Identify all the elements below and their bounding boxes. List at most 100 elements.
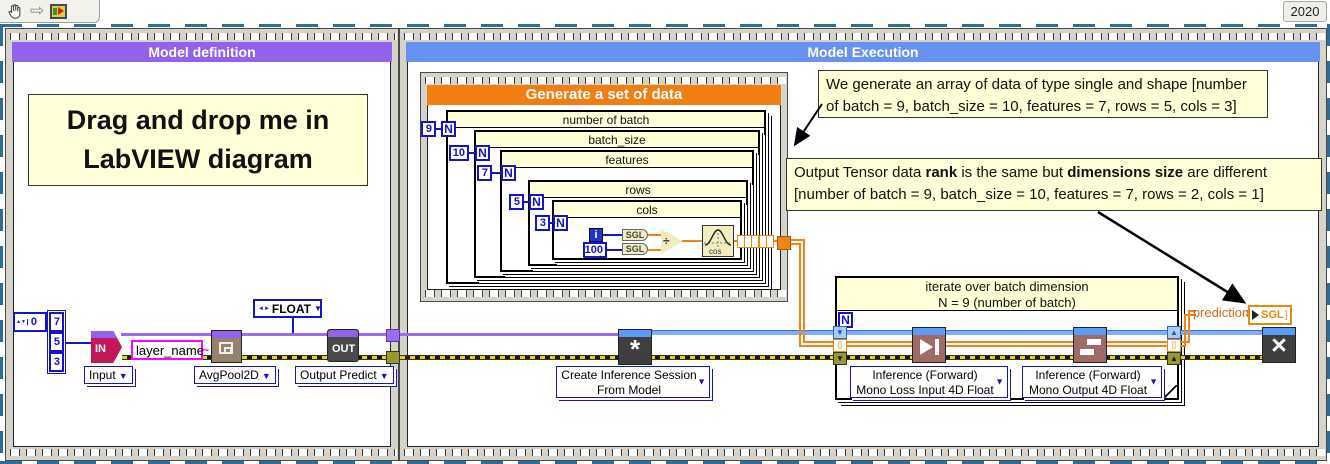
loop-tunnel-session-out[interactable]: ▲ — [1167, 326, 1181, 339]
loop-tunnel-data-out[interactable]: [] — [1167, 339, 1181, 352]
output-node-label[interactable]: Output Predict▼ — [295, 366, 394, 384]
error-wire — [400, 355, 1262, 360]
string-wire-squiggle: ~ — [202, 343, 210, 357]
cosine-curve-icon — [704, 229, 732, 247]
node-cap — [913, 328, 945, 335]
loop-count-terminal[interactable]: N — [441, 121, 456, 137]
loop-output-tunnel[interactable] — [751, 235, 759, 248]
avgpool2d-node-label[interactable]: AvgPool2D▼ — [194, 366, 276, 384]
loop-count-terminal[interactable]: N — [553, 215, 568, 231]
data-wire — [791, 239, 805, 241]
dropdown-icon[interactable]: ▼ — [314, 304, 322, 313]
vi-icon[interactable] — [50, 3, 68, 19]
count-constant-5[interactable]: 5 — [509, 194, 524, 210]
dropdown-icon[interactable]: ▼ — [118, 371, 128, 381]
comment-generate-array[interactable]: We generate an array of data of type sin… — [818, 70, 1268, 118]
generate-data-header: Generate a set of data — [427, 85, 781, 105]
array-element[interactable]: 5 — [49, 332, 64, 352]
count-constant-9[interactable]: 9 — [421, 121, 436, 137]
prediction-indicator[interactable]: SGL ] — [1248, 305, 1292, 325]
dropdown-icon[interactable]: ▼ — [995, 376, 1004, 387]
model-wire — [400, 333, 620, 336]
session-wire — [650, 330, 1262, 335]
destroy-session-node[interactable]: × — [1262, 327, 1296, 363]
data-wire — [1188, 310, 1190, 343]
wire — [524, 201, 530, 203]
inference-loss-input-label[interactable]: Inference (Forward) Mono Loss Input 4D F… — [850, 366, 1008, 398]
wire — [682, 240, 702, 242]
model-definition-frame — [5, 28, 399, 461]
to-single-coercion[interactable]: SGL — [622, 229, 648, 241]
loop-output-tunnel[interactable] — [766, 235, 774, 248]
array-element[interactable]: 7 — [49, 312, 64, 332]
array-index-control[interactable]: ▲▼ 0 — [13, 312, 47, 332]
loop-label[interactable]: number of batch — [448, 112, 764, 128]
inference-loss-input-node[interactable] — [912, 327, 946, 363]
enum-wire — [292, 317, 294, 333]
input-node-label[interactable]: Input▼ — [84, 366, 133, 384]
loop-count-terminal[interactable]: N — [501, 165, 516, 181]
loop-tunnel-session-in[interactable]: ▼ — [833, 326, 847, 339]
avgpool2d-node[interactable] — [211, 330, 242, 363]
node-cap — [328, 330, 358, 337]
to-single-coercion[interactable]: SGL — [622, 243, 648, 255]
iterate-loop-count-terminal[interactable]: N — [838, 312, 853, 328]
loop-tunnel-error-out[interactable]: ▲ — [1167, 352, 1181, 365]
loop-label[interactable]: cols — [554, 202, 740, 218]
count-constant-10[interactable]: 10 — [449, 145, 469, 161]
wire-tool-icon[interactable]: ⇨ — [30, 1, 45, 20]
constant-100[interactable]: 100 — [583, 242, 607, 258]
cosine-node[interactable]: cos — [702, 225, 734, 257]
loop-tunnel-data-in[interactable]: [] — [833, 339, 847, 352]
dropdown-icon[interactable]: ▼ — [379, 371, 389, 381]
pan-tool-icon[interactable] — [6, 2, 24, 20]
model-definition-title: Model definition — [148, 44, 256, 60]
bars-icon-top — [1087, 339, 1101, 345]
count-constant-3[interactable]: 3 — [535, 215, 550, 231]
layer-name-string[interactable]: layer_name — [131, 340, 204, 360]
toolbar: ⇨ — [0, 0, 100, 23]
frame-tunnel-model[interactable] — [386, 329, 400, 342]
data-wire — [847, 341, 1167, 343]
comment-output-tensor[interactable]: Output Tensor data rank is the same but … — [786, 158, 1322, 211]
data-wire — [847, 345, 1167, 347]
create-session-label[interactable]: Create Inference Session From Model ▼ — [556, 366, 710, 398]
spinner-arrows[interactable]: ▲▼ — [16, 319, 28, 325]
layers-icon-inner — [224, 347, 232, 354]
loop-count-terminal[interactable]: N — [529, 194, 544, 210]
loop-label[interactable]: rows — [530, 182, 746, 198]
count-constant-7[interactable]: 7 — [477, 165, 492, 181]
frame-output-tunnel[interactable] — [777, 236, 791, 250]
frame-tunnel-error[interactable] — [386, 351, 400, 364]
loop-count-terminal[interactable]: N — [475, 145, 490, 161]
frame-border-pattern — [422, 287, 786, 300]
inference-output-node[interactable] — [1073, 327, 1107, 363]
data-wire — [791, 243, 801, 245]
data-wire — [1181, 345, 1186, 347]
output-node[interactable]: OUT — [327, 329, 359, 362]
skip-forward-icon — [920, 339, 933, 355]
shape-array-constant[interactable]: 7 5 3 — [47, 310, 66, 374]
create-inference-session-node[interactable]: * — [618, 329, 652, 365]
iteration-terminal[interactable]: i — [589, 228, 603, 242]
model-definition-header: Model definition — [12, 42, 392, 62]
model-wire — [121, 333, 390, 336]
wire — [603, 234, 622, 236]
wire — [492, 172, 502, 174]
inference-output-label[interactable]: Inference (Forward) Mono Output 4D Float… — [1022, 366, 1162, 398]
node-cap — [91, 331, 122, 338]
dropdown-icon[interactable]: ▼ — [261, 371, 271, 381]
prediction-label[interactable]: prediction — [1192, 303, 1250, 321]
dropdown-icon[interactable]: ▼ — [697, 376, 706, 387]
divide-glyph: ÷ — [663, 234, 670, 248]
array-element[interactable]: 3 — [49, 352, 64, 372]
model-execution-title: Model Execution — [807, 44, 919, 60]
loop-label[interactable]: features — [502, 152, 752, 168]
loop-tunnel-error-in[interactable]: ▼ — [833, 352, 847, 365]
iterate-loop-label[interactable]: iterate over batch dimension N = 9 (numb… — [837, 278, 1177, 311]
float-enum-constant[interactable]: ◄► FLOAT ▼ — [253, 299, 322, 318]
drag-drop-note[interactable]: Drag and drop me in LabVIEW diagram — [28, 94, 368, 186]
dropdown-icon[interactable]: ▼ — [1149, 376, 1158, 387]
loop-label[interactable]: batch_size — [476, 132, 758, 148]
